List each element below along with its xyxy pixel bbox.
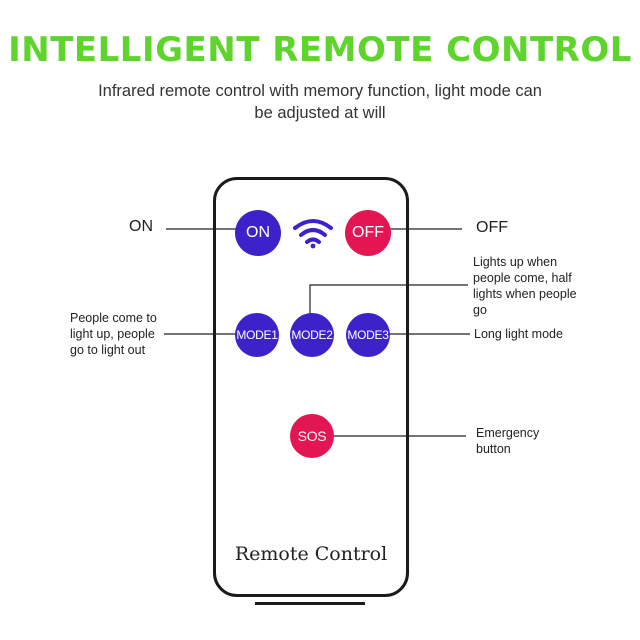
mode1-button-label: MODE1 xyxy=(236,328,278,342)
page-title: INTELLIGENT REMOTE CONTROL xyxy=(8,30,632,70)
mode2-button-label: MODE2 xyxy=(291,328,333,342)
remote-control-label: Remote Control xyxy=(234,543,388,565)
callout-on: ON xyxy=(129,218,153,235)
mode2-button[interactable]: MODE2 xyxy=(290,313,334,357)
callout-mode1: People come to light up, people go to li… xyxy=(70,311,157,357)
callout-line-mode2 xyxy=(309,284,468,334)
mode3-button[interactable]: MODE3 xyxy=(346,313,390,357)
on-button[interactable]: ON xyxy=(235,210,281,256)
sos-button-label: SOS xyxy=(297,428,327,444)
callout-mode2: Lights up when people come, half lights … xyxy=(473,255,577,317)
callout-sos: Emergency button xyxy=(476,426,540,456)
wifi-signal-icon xyxy=(293,219,333,249)
mode1-button[interactable]: MODE1 xyxy=(235,313,279,357)
remote-control-base xyxy=(255,597,365,605)
callout-off: OFF xyxy=(476,219,508,236)
sos-button[interactable]: SOS xyxy=(290,414,334,458)
off-button[interactable]: OFF xyxy=(345,210,391,256)
off-button-label: OFF xyxy=(352,224,384,241)
mode3-button-label: MODE3 xyxy=(347,328,389,342)
on-button-label: ON xyxy=(246,224,270,241)
page-subtitle: Infrared remote control with memory func… xyxy=(98,82,542,122)
callout-mode3: Long light mode xyxy=(474,327,563,341)
